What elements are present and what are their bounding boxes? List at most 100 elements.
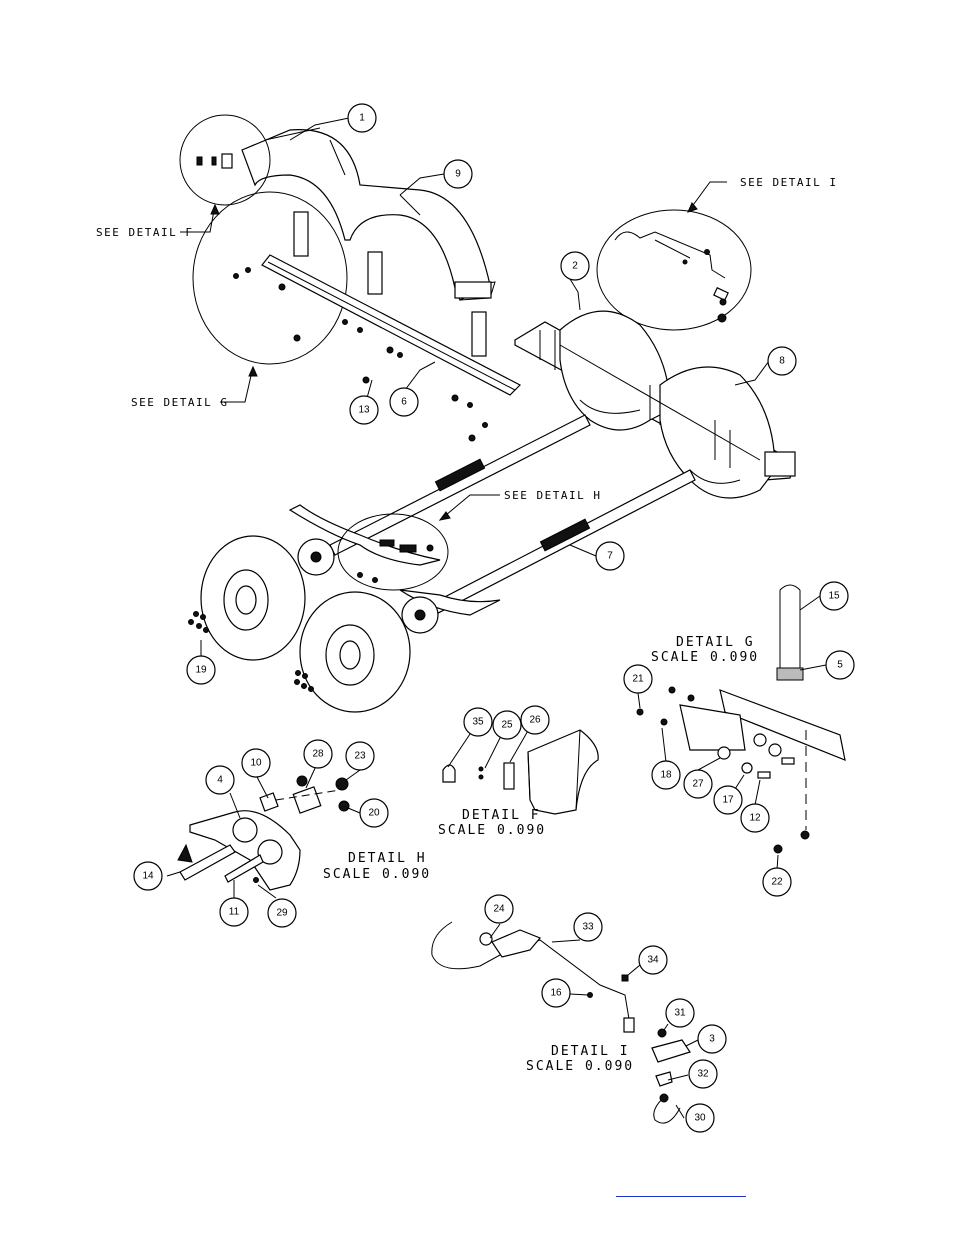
arrow-heads xyxy=(210,202,698,521)
callout-number: 18 xyxy=(660,770,672,781)
callout-5: 5 xyxy=(825,650,855,680)
callout-30: 30 xyxy=(685,1103,715,1133)
callout-number: 19 xyxy=(195,665,207,676)
callout-number: 7 xyxy=(607,551,613,562)
callout-balloons: 1 9 2 8 13 6 7 19 15 5 21 18 27 17 12 22… xyxy=(133,103,855,1133)
callout-9: 9 xyxy=(443,159,473,189)
callout-number: 2 xyxy=(572,261,578,272)
callout-number: 4 xyxy=(217,775,223,786)
callout-number: 32 xyxy=(697,1069,709,1080)
callout-1: 1 xyxy=(347,103,377,133)
detail-g-parts xyxy=(636,584,846,854)
leader-lines xyxy=(166,117,827,1119)
callout-6: 6 xyxy=(389,387,419,417)
detail-i-scale: SCALE 0.090 xyxy=(526,1059,634,1074)
callout-28: 28 xyxy=(303,739,333,769)
callout-29: 29 xyxy=(267,898,297,928)
callout-number: 27 xyxy=(692,779,704,790)
detail-f-circle xyxy=(179,114,271,206)
axle-frame xyxy=(288,414,696,634)
callout-31: 31 xyxy=(665,998,695,1028)
callout-number: 17 xyxy=(722,795,734,806)
callout-8: 8 xyxy=(767,346,797,376)
callout-23: 23 xyxy=(345,741,375,771)
callout-34: 34 xyxy=(638,945,668,975)
callout-20: 20 xyxy=(359,798,389,828)
callout-number: 26 xyxy=(529,715,541,726)
callout-number: 29 xyxy=(276,908,288,919)
detail-h-scale: SCALE 0.090 xyxy=(323,867,431,882)
callout-22: 22 xyxy=(762,867,792,897)
detail-g-scale: SCALE 0.090 xyxy=(651,650,759,665)
callout-number: 6 xyxy=(401,397,407,408)
callout-number: 35 xyxy=(472,717,484,728)
callout-25: 25 xyxy=(492,710,522,740)
callout-33: 33 xyxy=(573,912,603,942)
callout-number: 34 xyxy=(647,955,659,966)
callout-14: 14 xyxy=(133,861,163,891)
callout-number: 25 xyxy=(501,720,513,731)
callout-26: 26 xyxy=(520,705,550,735)
detail-f-title: DETAIL F xyxy=(462,808,541,823)
callout-number: 30 xyxy=(694,1113,706,1124)
see-detail-i-label: SEE DETAIL I xyxy=(740,176,837,189)
fender-assembly-top xyxy=(241,127,496,301)
callout-number: 28 xyxy=(312,749,324,760)
callout-number: 16 xyxy=(550,988,562,999)
callout-number: 10 xyxy=(250,758,262,769)
rear-fender-assembly xyxy=(514,310,796,499)
callout-24: 24 xyxy=(484,894,514,924)
detail-h-parts xyxy=(177,775,350,891)
detail-i-circle xyxy=(596,209,752,331)
detail-h-title: DETAIL H xyxy=(348,851,427,866)
callout-number: 8 xyxy=(779,356,785,367)
callout-number: 20 xyxy=(368,808,380,819)
callout-number: 12 xyxy=(749,813,761,824)
detail-h-circle xyxy=(337,513,449,591)
callout-number: 14 xyxy=(142,871,154,882)
callout-number: 21 xyxy=(632,674,644,685)
callout-number: 9 xyxy=(455,169,461,180)
callout-16: 16 xyxy=(541,978,571,1008)
detail-i-parts xyxy=(431,921,691,1124)
detail-f-scale: SCALE 0.090 xyxy=(438,823,546,838)
callout-number: 5 xyxy=(837,660,843,671)
callout-number: 15 xyxy=(828,591,840,602)
callout-number: 1 xyxy=(359,113,365,124)
callout-number: 3 xyxy=(709,1034,715,1045)
detail-f-circle-parts xyxy=(196,153,233,169)
callout-number: 24 xyxy=(493,904,505,915)
callout-3: 3 xyxy=(697,1024,727,1054)
callout-15: 15 xyxy=(819,581,849,611)
callout-18: 18 xyxy=(651,760,681,790)
front-wheels xyxy=(188,535,411,713)
callout-11: 11 xyxy=(219,897,249,927)
detail-i-title: DETAIL I xyxy=(551,1044,630,1059)
see-detail-f-label: SEE DETAIL F xyxy=(96,226,193,239)
callout-number: 31 xyxy=(674,1008,686,1019)
callout-19: 19 xyxy=(186,655,216,685)
callout-number: 33 xyxy=(582,922,594,933)
detail-h-circle-parts xyxy=(357,539,434,583)
detail-g-title: DETAIL G xyxy=(676,635,755,650)
footer-link[interactable] xyxy=(616,1184,746,1197)
callout-10: 10 xyxy=(241,748,271,778)
callout-number: 23 xyxy=(354,751,366,762)
detail-g-circle-parts xyxy=(233,211,522,442)
callout-32: 32 xyxy=(688,1059,718,1089)
callout-2: 2 xyxy=(560,251,590,281)
callout-21: 21 xyxy=(623,664,653,694)
callout-number: 22 xyxy=(771,877,783,888)
callout-7: 7 xyxy=(595,541,625,571)
see-detail-h-label: SEE DETAIL H xyxy=(504,489,601,502)
callout-12: 12 xyxy=(740,803,770,833)
callout-number: 11 xyxy=(229,907,240,918)
detail-i-circle-parts xyxy=(614,231,729,323)
callout-35: 35 xyxy=(463,707,493,737)
callout-number: 13 xyxy=(358,405,370,416)
detail-g-circle xyxy=(192,191,348,365)
callout-4: 4 xyxy=(205,765,235,795)
callout-27: 27 xyxy=(683,769,713,799)
callout-13: 13 xyxy=(349,395,379,425)
